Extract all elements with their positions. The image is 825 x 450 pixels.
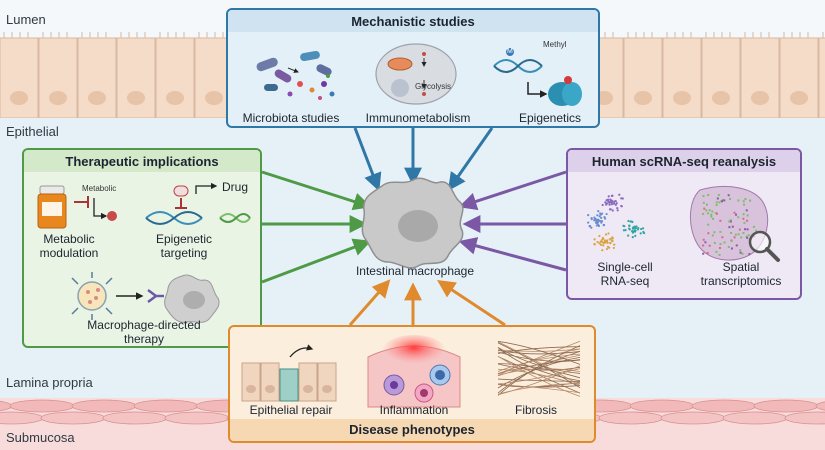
spatial-caption-1: Spatial [722, 260, 760, 274]
metabolite-icon [107, 211, 117, 221]
metabolic-small-label: Metabolic [82, 184, 117, 193]
epigenetics-icon [493, 48, 582, 106]
umap-scatter-icon [587, 193, 646, 252]
arrow-disease-right [436, 280, 506, 327]
scrna-title: Human scRNA-seq reanalysis [591, 154, 777, 169]
microbiota-icon [256, 50, 335, 100]
macrophage-therapy-caption-1: Macrophage-directed [87, 318, 201, 332]
methyl-marker: M [507, 48, 513, 55]
zone-label-submucosa: Submucosa [6, 430, 75, 445]
methyl-label: Methyl [543, 40, 567, 49]
disease-title-bar [230, 419, 594, 441]
epigenetic-caption-1: Epigenetic [155, 232, 213, 246]
singlecell-caption-2: RNA-seq [600, 274, 650, 288]
mechanistic-item-immunometabolism: Immunometabolism [365, 111, 471, 125]
metabolic-caption-1: Metabolic [43, 232, 95, 246]
arrow-scrna-top [458, 170, 567, 211]
metabolic-caption-2: modulation [39, 246, 99, 260]
mechanistic-title: Mechanistic studies [351, 14, 475, 29]
scrna-title-bar [568, 150, 800, 172]
macrophage-nucleus-icon [398, 210, 438, 242]
scrna-panel: Human scRNA-seq reanalysis Single-cell R… [566, 148, 802, 300]
singlecell-caption-1: Single-cell [597, 260, 653, 274]
zone-label-lumen: Lumen [6, 12, 46, 27]
mechanistic-item-microbiota: Microbiota studies [242, 111, 340, 125]
zone-label-epithelial: Epithelial [6, 124, 59, 139]
glycolysis-label: Glycolysis [415, 82, 452, 91]
disease-item-inflammation: Inflammation [379, 403, 449, 417]
arrow-therapeutic-top [261, 170, 372, 211]
disease-item-epithelial-repair: Epithelial repair [249, 403, 333, 417]
epigenetic-caption-2: targeting [160, 246, 208, 260]
mechanistic-panel: Mechanistic studies [226, 8, 600, 128]
epithelial-repair-icon [241, 344, 337, 402]
mechanistic-item-epigenetics: Epigenetics [518, 111, 582, 125]
immunometabolism-icon [375, 43, 457, 105]
macrophage-therapy-caption-2: therapy [123, 332, 165, 346]
arrow-scrna-bottom [458, 237, 567, 272]
arrow-disease-left [348, 279, 391, 326]
therapeutic-title: Therapeutic implications [65, 154, 219, 169]
spatial-tissue-icon [689, 186, 780, 262]
pill-bottle-icon [37, 185, 67, 229]
disease-item-fibrosis: Fibrosis [514, 403, 557, 417]
mechanistic-title-bar [228, 10, 598, 32]
disease-panel: Epithelial repair Inflammation Fibrosis … [228, 325, 596, 443]
arrow-mechanistic-right [447, 127, 494, 191]
therapeutic-title-bar [24, 150, 260, 172]
spatial-caption-2: transcriptomics [700, 274, 782, 288]
center-label: Intestinal macrophage [355, 264, 475, 278]
mechanistic-icons [256, 43, 582, 106]
scrna-icons [587, 186, 780, 262]
therapeutic-icons [37, 182, 251, 323]
fibrosis-icon [497, 340, 581, 397]
arrow-mechanistic-left [353, 127, 382, 192]
zone-label-lamina-propria: Lamina propria [6, 375, 93, 390]
arrow-therapeutic-bottom [261, 238, 372, 284]
disease-title: Disease phenotypes [349, 422, 475, 437]
disease-icons [241, 335, 581, 408]
drug-label: Drug [222, 180, 249, 194]
nanoparticle-icon [71, 272, 113, 320]
epigenetic-drug-icon [145, 182, 251, 225]
inflammation-icon [367, 335, 461, 408]
therapeutic-panel: Therapeutic implications [22, 148, 262, 348]
